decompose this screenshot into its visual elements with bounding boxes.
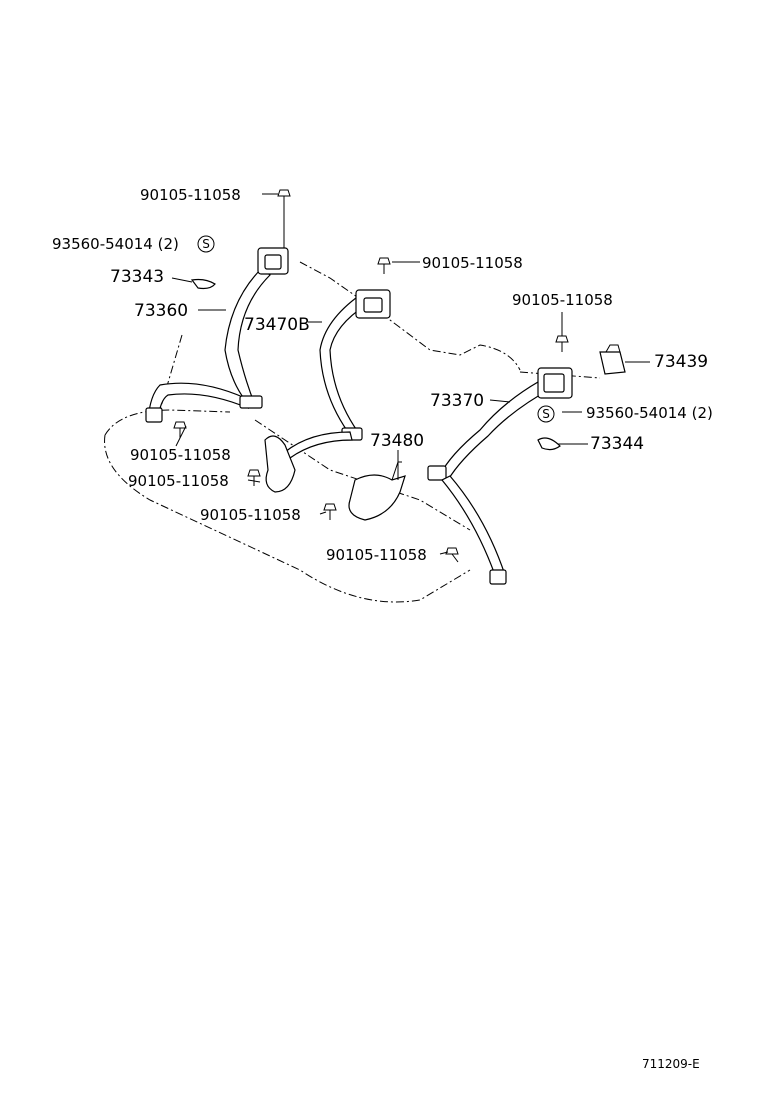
right-belt-73370 bbox=[427, 344, 626, 585]
clips bbox=[190, 278, 561, 451]
label-bolt-right-low: 90105-11058 bbox=[326, 546, 427, 564]
bolt-icon bbox=[445, 547, 459, 563]
leader-lines bbox=[171, 193, 650, 555]
bolt-icon bbox=[277, 189, 291, 206]
label-part-73470b: 73470B bbox=[244, 315, 310, 335]
bolt-icon bbox=[555, 335, 569, 352]
s-symbol-right: S bbox=[537, 405, 555, 423]
s-symbol-left-text: S bbox=[202, 237, 210, 251]
label-part-73343: 73343 bbox=[110, 267, 164, 287]
bolt-icon bbox=[247, 469, 261, 486]
s-symbol-left: S bbox=[197, 235, 215, 253]
s-symbol-right-text: S bbox=[542, 407, 550, 421]
label-bolt-right-top: 90105-11058 bbox=[512, 291, 613, 309]
label-bolt-left-low: 90105-11058 bbox=[128, 472, 229, 490]
label-part-73344: 73344 bbox=[590, 434, 644, 454]
left-belt-73360 bbox=[145, 247, 289, 423]
label-part-73360: 73360 bbox=[134, 301, 188, 321]
bolt-icon bbox=[173, 421, 187, 438]
label-screw-left: 93560-54014 (2) bbox=[52, 235, 179, 253]
label-bolt-center-top: 90105-11058 bbox=[422, 254, 523, 272]
label-part-73480: 73480 bbox=[370, 431, 424, 451]
label-screw-right: 93560-54014 (2) bbox=[586, 404, 713, 422]
label-part-73439: 73439 bbox=[654, 352, 708, 372]
bolt-icon bbox=[323, 503, 337, 520]
bolt-icons bbox=[173, 189, 569, 563]
label-part-73370: 73370 bbox=[430, 391, 484, 411]
label-bolt-left-mid: 90105-11058 bbox=[130, 446, 231, 464]
footer-code: 711209-E bbox=[642, 1057, 700, 1071]
label-bolt-center-low: 90105-11058 bbox=[200, 506, 301, 524]
bolt-icon bbox=[377, 257, 391, 274]
label-bolt-top-left: 90105-11058 bbox=[140, 186, 241, 204]
center-belt-73470b bbox=[284, 289, 391, 459]
